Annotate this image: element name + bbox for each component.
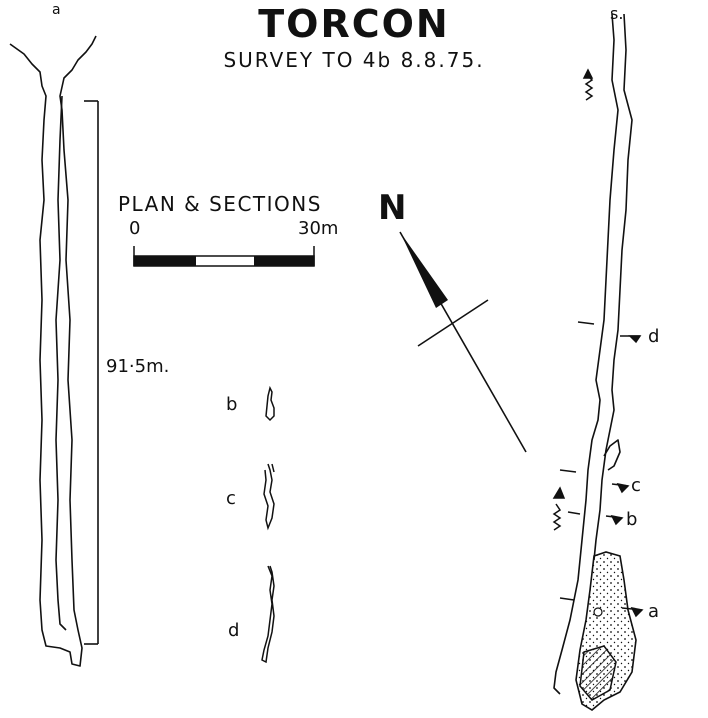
plan-mark-label-b: b [626,509,638,530]
plan-mark-label-c: c [631,475,641,496]
plan-side-passage [603,439,621,471]
scale-bar [133,246,315,267]
long-section-inner-wall [55,95,67,631]
draught-symbol-lower [552,486,566,531]
plan-mark-label-a: a [648,601,660,622]
cross-section-c [263,463,275,531]
plan-passage [553,13,633,695]
long-section-end-label: a [52,2,61,18]
plan-right-wall [593,13,633,561]
scale-end-label: 30m [298,218,339,239]
cross-section-d [261,565,275,664]
section-mark-b [567,511,624,526]
section-mark-a [559,597,644,618]
cross-section-label-d: d [228,620,240,641]
depth-label: 91·5m. [106,356,170,377]
cross-section-label-b: b [226,394,238,415]
plan-top-label: s. [610,4,624,23]
north-arrow [399,231,527,453]
plan-left-wall [553,13,619,695]
map-subtitle: SURVEY TO 4b 8.8.75. [223,48,485,72]
scale-heading: PLAN & SECTIONS [118,192,322,216]
north-letter: N [378,188,407,228]
draught-symbol-upper [582,68,594,101]
section-mark-d [577,321,642,344]
section-mark-c [559,469,630,494]
scale-start-label: 0 [129,218,141,239]
depth-bracket [84,100,99,645]
plan-chamber [575,551,637,711]
map-title: TORCON [258,2,450,46]
cross-section-b [265,385,275,422]
cross-section-label-c: c [226,488,236,509]
plan-mark-label-d: d [648,326,660,347]
long-section [9,35,97,667]
long-section-outer-wall [9,35,97,667]
